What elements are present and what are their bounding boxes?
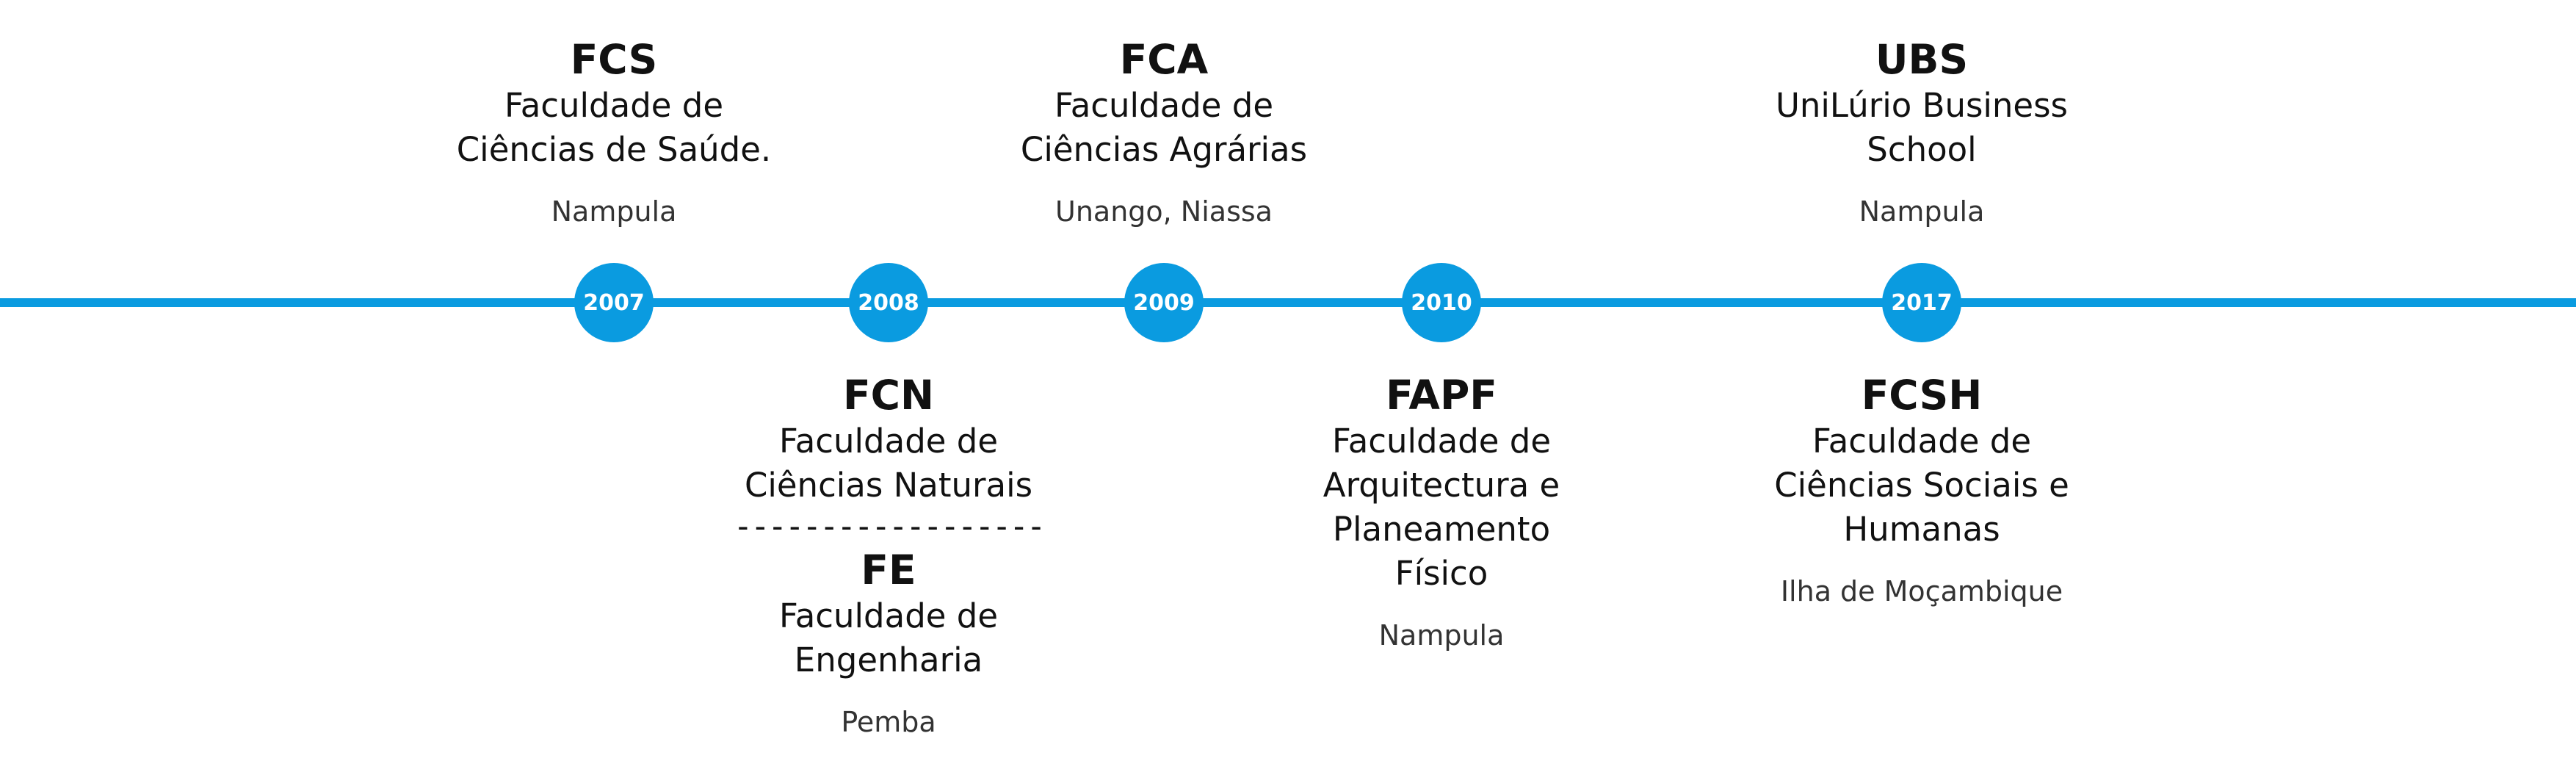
unit-name: UniLúrio Business School bbox=[1775, 86, 2069, 169]
unit-name: Faculdade de Engenharia bbox=[778, 596, 999, 679]
unit-block-fcsh: FCSH Faculdade de Ciências Sociais e Hum… bbox=[1687, 371, 2157, 609]
unit-divider: ------------------ bbox=[733, 508, 1046, 545]
year-node-2017: 2017 bbox=[1882, 263, 1961, 342]
unit-location: Pemba bbox=[841, 706, 936, 738]
unit-name: Faculdade de Ciências de Saúde. bbox=[456, 86, 772, 169]
unit-location: Nampula bbox=[1378, 619, 1505, 652]
unit-location: Ilha de Moçambique bbox=[1780, 575, 2063, 607]
unit-abbr: FCS bbox=[570, 36, 658, 83]
unit-location: Unango, Niassa bbox=[1055, 195, 1273, 228]
unit-abbr: FAPF bbox=[1386, 372, 1497, 419]
unit-name: Faculdade de Arquitectura e Planeamento … bbox=[1323, 422, 1560, 593]
unit-location: Nampula bbox=[551, 195, 677, 228]
unit-block-ubs: UBS UniLúrio Business School Nampula bbox=[1687, 35, 2157, 229]
year-node-2007: 2007 bbox=[574, 263, 654, 342]
unit-name: Faculdade de Ciências Agrárias bbox=[1020, 86, 1308, 169]
unit-block-fcn-fe: FCN Faculdade de Ciências Naturais -----… bbox=[654, 371, 1124, 740]
unit-name: Faculdade de Ciências Sociais e Humanas bbox=[1774, 422, 2069, 549]
unit-abbr: UBS bbox=[1875, 36, 1969, 83]
unit-location: Nampula bbox=[1859, 195, 1985, 228]
unit-block-fapf: FAPF Faculdade de Arquitectura e Planeam… bbox=[1206, 371, 1676, 653]
unit-name: Faculdade de Ciências Naturais bbox=[744, 422, 1033, 505]
unit-abbr: FCA bbox=[1119, 36, 1209, 83]
unit-abbr: FCSH bbox=[1861, 372, 1983, 419]
timeline-line bbox=[0, 298, 2576, 307]
year-node-2009: 2009 bbox=[1124, 263, 1204, 342]
unit-block-fcs: FCS Faculdade de Ciências de Saúde. Namp… bbox=[379, 35, 849, 229]
unit-abbr: FE bbox=[861, 546, 916, 594]
year-node-2008: 2008 bbox=[849, 263, 928, 342]
unit-abbr: FCN bbox=[843, 372, 934, 419]
year-node-2010: 2010 bbox=[1402, 263, 1481, 342]
unit-block-fca: FCA Faculdade de Ciências Agrárias Unang… bbox=[929, 35, 1399, 229]
